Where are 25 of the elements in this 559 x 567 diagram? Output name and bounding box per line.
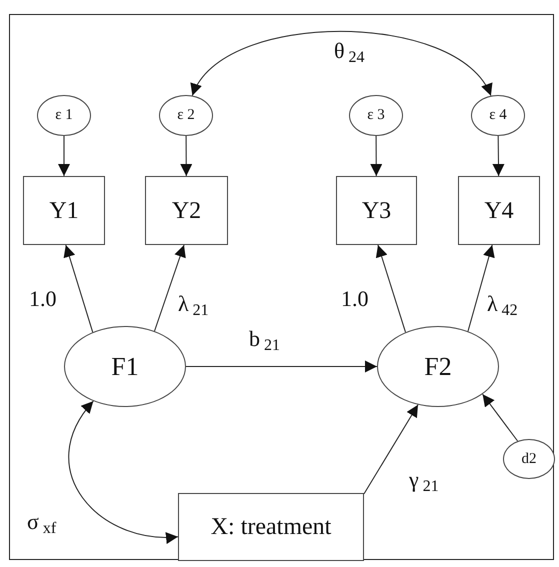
oval-node: ε 4 xyxy=(471,95,525,136)
oval-node: ε 1 xyxy=(37,95,91,136)
rect-node: X: treatment xyxy=(178,493,364,561)
double-headed-arrow xyxy=(68,400,178,544)
double-headed-arrow xyxy=(192,30,492,96)
arrow xyxy=(364,404,418,494)
arrow xyxy=(492,136,504,176)
arrow xyxy=(58,136,70,176)
oval-node: d2 xyxy=(503,439,555,479)
rect-node: Y2 xyxy=(145,176,228,245)
arrow xyxy=(370,136,382,176)
rect-node: Y1 xyxy=(23,176,105,245)
arrow xyxy=(180,136,192,176)
arrow xyxy=(468,244,495,332)
oval-node: ε 2 xyxy=(159,95,213,136)
oval-node: ε 3 xyxy=(349,95,403,136)
arrow xyxy=(186,360,378,372)
oval-node: F2 xyxy=(377,326,499,407)
rect-node: Y3 xyxy=(336,176,417,245)
arrow xyxy=(482,394,518,442)
oval-node: F1 xyxy=(64,326,186,407)
rect-node: Y4 xyxy=(458,176,540,245)
arrow xyxy=(154,244,186,332)
arrow xyxy=(376,244,406,333)
arrow xyxy=(64,244,94,333)
